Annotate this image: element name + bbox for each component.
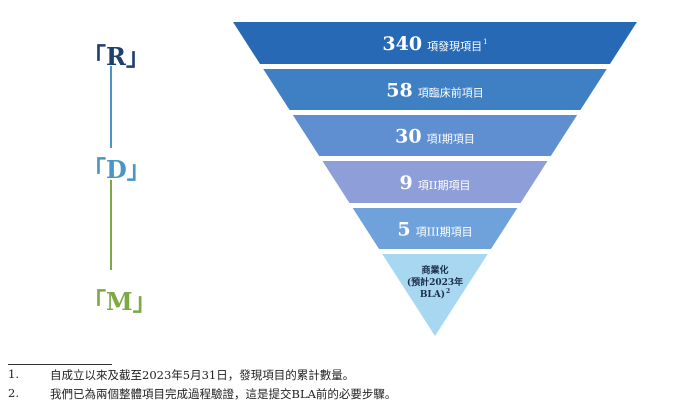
stage-label-r: 「R」 [82, 42, 150, 71]
funnel-band-1 [233, 22, 637, 64]
funnel-band-4 [322, 161, 548, 203]
funnel-level-1-count: 340 [382, 33, 422, 55]
funnel-level-3-text: 30 項I期項目 [395, 126, 475, 148]
funnel-level-5-count: 5 [397, 219, 410, 241]
footnote-2-number: 2. [8, 386, 19, 400]
funnel-level-4: 9 項II期項目 [322, 161, 548, 203]
funnel-tip-line-3: BLA)2 [420, 288, 450, 300]
footnote-1: 1. 自成立以來及截至2023年5月31日，發現項目的累計數量。 [8, 367, 628, 383]
funnel-level-4-label: 項II期項目 [418, 179, 471, 192]
funnel-level-2: 58 項臨床前項目 [263, 69, 607, 110]
funnel-band-3 [292, 115, 578, 156]
funnel-level-1-label: 項發現項目 [427, 39, 482, 53]
connector-line-d-m [110, 180, 112, 270]
footnote-1-number: 1. [8, 367, 19, 381]
funnel-level-1-text: 340 項發現項目1 [382, 33, 487, 55]
stage-label-m: 「M」 [82, 287, 157, 316]
funnel-level-1: 340 項發現項目1 [233, 22, 637, 64]
stage-label-d: 「D」 [82, 155, 151, 184]
funnel-level-3: 30 項I期項目 [292, 115, 578, 156]
funnel-tip-line-1: 商業化 [421, 264, 448, 276]
funnel-tip-shape [382, 254, 488, 336]
funnel-level-4-count: 9 [400, 172, 413, 194]
funnel-level-5: 5 項III期項目 [352, 208, 518, 249]
footnote-divider [8, 364, 112, 365]
funnel-level-4-text: 9 項II期項目 [400, 172, 471, 194]
funnel-level-3-label: 項I期項目 [427, 133, 475, 146]
funnel-band-2 [263, 69, 607, 110]
footnote-1-text: 自成立以來及截至2023年5月31日，發現項目的累計數量。 [50, 368, 355, 382]
footnote-2: 2. 我們已為兩個整體項目完成過程驗證，這是提交BLA前的必要步驟。 [8, 386, 628, 402]
funnel-level-1-footnote-marker: 1 [483, 38, 487, 46]
funnel-level-5-text: 5 項III期項目 [397, 219, 472, 241]
funnel-band-5 [352, 208, 518, 249]
funnel-level-2-count: 58 [386, 80, 412, 102]
funnel-level-3-count: 30 [395, 126, 421, 148]
funnel-level-5-label: 項III期項目 [416, 226, 473, 239]
funnel-tip-line-2: (預計2023年 [407, 276, 463, 288]
funnel-tip-footnote-marker: 2 [446, 288, 450, 295]
footnote-2-text: 我們已為兩個整體項目完成過程驗證，這是提交BLA前的必要步驟。 [50, 387, 397, 401]
funnel-level-2-label: 項臨床前項目 [418, 86, 484, 100]
funnel-level-2-text: 58 項臨床前項目 [386, 80, 483, 102]
connector-line-r-d [110, 66, 112, 148]
